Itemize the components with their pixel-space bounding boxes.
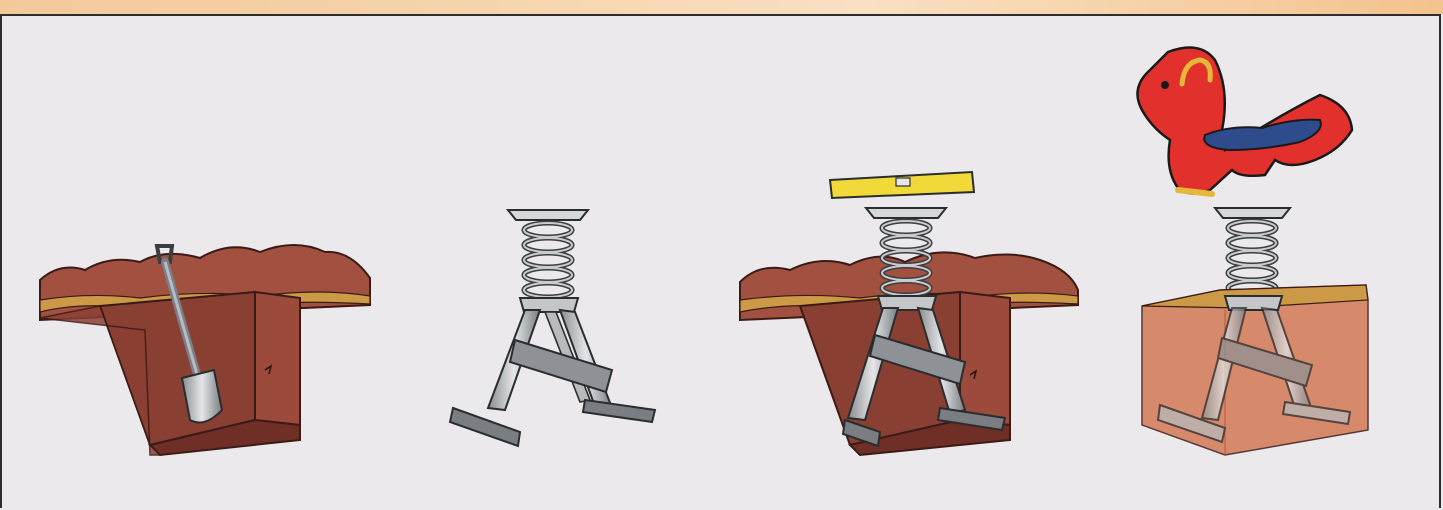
spirit-level-icon [830, 172, 974, 198]
horse-rider-icon [1138, 48, 1353, 195]
panel-spring-base [450, 210, 655, 446]
frame-legs [488, 310, 612, 412]
panel-level-in-hole [740, 172, 1078, 455]
panel-dig-hole [40, 245, 370, 455]
base-feet [450, 400, 655, 446]
panel-mount-rider [1138, 48, 1369, 456]
